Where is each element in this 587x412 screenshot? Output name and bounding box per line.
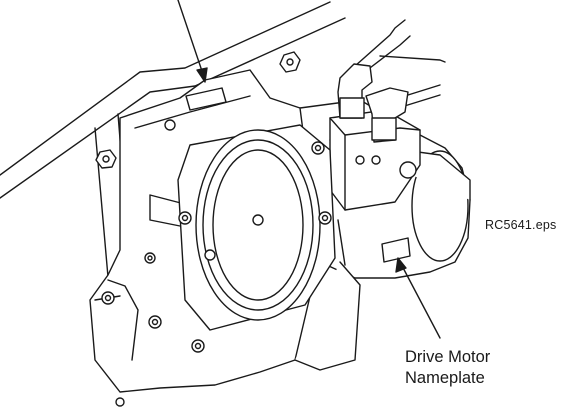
bolt-icon [164,119,176,131]
bolt-icon [191,339,205,353]
top-leader-arrow [177,0,208,83]
bolt-icon [204,249,216,261]
nameplate-leader-arrow [395,257,441,339]
figure-file-id: RC5641.eps [485,218,557,232]
frame-bolt-icon [95,149,117,169]
nameplate [381,237,411,263]
callout-line-1: Drive Motor [405,348,491,366]
bolt-icon [144,252,156,264]
bolt-icon [115,397,125,407]
bolt-icon [311,141,325,155]
bolt-icon [178,211,192,225]
bolt-icon [148,315,162,329]
drive-motor-nameplate-callout: Drive Motor Nameplate [405,347,490,389]
bolt-icon [318,211,332,225]
face-plate-bolts [101,94,332,407]
gearbox-face-plate [177,124,336,331]
bolt-icon [101,291,115,305]
callout-line-2: Nameplate [405,369,485,387]
label-plate [185,87,227,111]
elbow-fitting [337,63,409,143]
manifold-block [329,109,421,211]
frame-bolt-icon [279,51,301,73]
